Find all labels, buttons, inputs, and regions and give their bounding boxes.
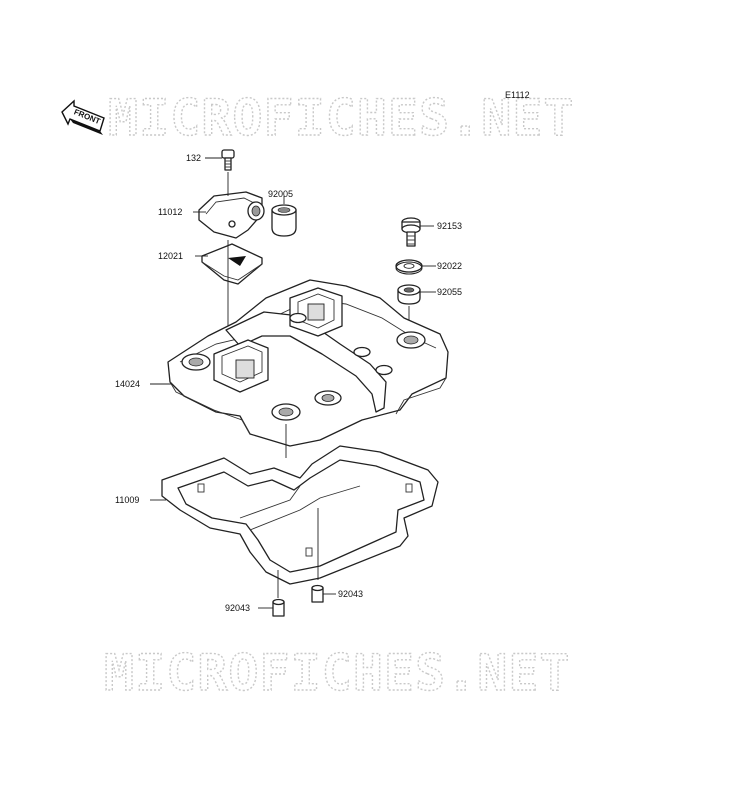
- callout-11009: 11009: [115, 495, 139, 505]
- callout-92055: 92055: [437, 287, 462, 297]
- callout-11012: 11012: [158, 207, 182, 217]
- dowel-pin-92043-left: [272, 598, 285, 617]
- callout-92153: 92153: [437, 221, 462, 231]
- watermark-bottom: MICROFICHES.NET: [104, 644, 571, 702]
- callout-14024: 14024: [115, 379, 140, 389]
- baffle-plate-12021: [201, 243, 263, 285]
- callout-92022: 92022: [437, 261, 462, 271]
- cylinder-head-cover-14024: [167, 279, 449, 447]
- bolt-92153: [401, 217, 421, 247]
- front-arrow-icon: FRONT: [61, 99, 105, 135]
- fitting-92005: [271, 204, 297, 237]
- callout-92043-left: 92043: [225, 603, 250, 613]
- diagram-code: E1112: [505, 90, 530, 100]
- watermark-top: MICROFICHES.NET: [108, 89, 575, 147]
- callout-92005: 92005: [268, 189, 293, 199]
- gasket-11009: [161, 445, 439, 585]
- callout-12021: 12021: [158, 251, 183, 261]
- dowel-pin-92043-right: [311, 584, 324, 603]
- grommet-92055: [397, 284, 421, 305]
- callout-92043-right: 92043: [338, 589, 363, 599]
- callout-132: 132: [186, 153, 201, 163]
- washer-92022: [395, 259, 423, 275]
- breather-cover-11012: [198, 191, 265, 239]
- bolt-132: [221, 149, 235, 171]
